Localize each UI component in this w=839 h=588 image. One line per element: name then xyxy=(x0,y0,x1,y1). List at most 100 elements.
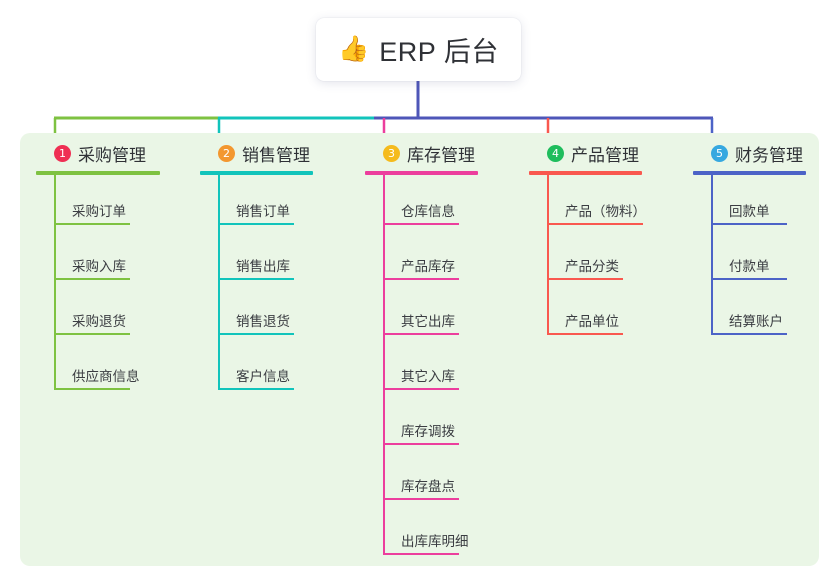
branch-item-underline xyxy=(383,443,459,445)
branch-item-label: 回款单 xyxy=(729,204,770,219)
branch-item-label: 供应商信息 xyxy=(72,369,140,384)
branch-column-4: 4 产品管理产品（物料） 产品分类产品单位 xyxy=(529,140,646,340)
branch-item-list: 产品（物料） 产品分类产品单位 xyxy=(529,175,646,340)
branch-number-badge: 3 xyxy=(383,144,400,162)
branch-header-1[interactable]: 1 采购管理 xyxy=(36,140,160,166)
branch-item[interactable]: 产品库存 xyxy=(365,230,478,285)
branch-item[interactable]: 库存调拨 xyxy=(365,395,478,450)
branch-item[interactable]: 采购退货 xyxy=(36,285,160,340)
root-node[interactable]: 👍 ERP 后台 xyxy=(316,18,521,81)
branch-column-2: 2 销售管理销售订单销售出库销售退货客户信息 xyxy=(200,140,313,395)
branch-item-underline xyxy=(383,498,459,500)
branch-underline xyxy=(200,171,313,175)
branch-title: 库存管理 xyxy=(407,145,475,165)
branch-item-label: 库存调拨 xyxy=(401,424,455,439)
branch-item-label: 其它入库 xyxy=(401,369,455,384)
branch-header-2[interactable]: 2 销售管理 xyxy=(200,140,313,166)
branch-number-badge: 2 xyxy=(218,144,235,162)
branch-header-5[interactable]: 5 财务管理 xyxy=(693,140,806,166)
branch-item-underline xyxy=(711,333,787,335)
branch-number-badge: 1 xyxy=(54,144,71,162)
branch-item-underline xyxy=(383,333,459,335)
branch-item-label: 产品库存 xyxy=(401,259,455,274)
branch-column-1: 1 采购管理采购订单采购入库采购退货供应商信息 xyxy=(36,140,160,395)
branch-item[interactable]: 产品单位 xyxy=(529,285,642,340)
branch-item-label: 销售退货 xyxy=(236,314,290,329)
branch-title: 采购管理 xyxy=(78,145,146,165)
branch-item-label: 其它出库 xyxy=(401,314,455,329)
branch-item[interactable]: 出库库明细 xyxy=(365,505,478,560)
branch-item-label: 结算账户 xyxy=(729,314,783,329)
branch-item-underline xyxy=(383,388,459,390)
branch-item-underline xyxy=(547,278,623,280)
branch-item[interactable]: 产品分类 xyxy=(529,230,642,285)
branch-title: 销售管理 xyxy=(242,145,310,165)
branch-column-5: 5 财务管理回款单付款单结算账户 xyxy=(693,140,806,340)
branch-item-underline xyxy=(54,278,130,280)
branch-spine xyxy=(383,175,385,555)
branch-item[interactable]: 销售出库 xyxy=(200,230,313,285)
branch-item[interactable]: 销售订单 xyxy=(200,175,313,230)
branch-item-label: 产品单位 xyxy=(565,314,619,329)
branch-item-label: 采购退货 xyxy=(72,314,126,329)
branch-item-underline xyxy=(547,223,643,225)
branch-item-label: 仓库信息 xyxy=(401,204,455,219)
branch-item-underline xyxy=(383,223,459,225)
branch-item[interactable]: 其它出库 xyxy=(365,285,478,340)
branch-item-list: 仓库信息产品库存其它出库其它入库库存调拨库存盘点出库库明细 xyxy=(365,175,478,560)
branch-item-underline xyxy=(383,278,459,280)
branch-item-underline xyxy=(218,223,294,225)
branch-spine xyxy=(547,175,549,335)
branch-item-underline xyxy=(218,278,294,280)
branch-item-label: 客户信息 xyxy=(236,369,290,384)
branch-item-list: 回款单付款单结算账户 xyxy=(693,175,806,340)
branch-item-label: 付款单 xyxy=(729,259,770,274)
branch-item-label: 采购入库 xyxy=(72,259,126,274)
branch-underline xyxy=(529,171,642,175)
branch-item[interactable]: 结算账户 xyxy=(693,285,806,340)
branch-item[interactable]: 采购订单 xyxy=(36,175,160,230)
branch-item-underline xyxy=(711,278,787,280)
branch-item-label: 销售订单 xyxy=(236,204,290,219)
branch-title: 产品管理 xyxy=(571,145,639,165)
branch-item-label: 库存盘点 xyxy=(401,479,455,494)
branch-item[interactable]: 仓库信息 xyxy=(365,175,478,230)
branch-item[interactable]: 采购入库 xyxy=(36,230,160,285)
branch-item[interactable]: 库存盘点 xyxy=(365,450,478,505)
branch-item-underline xyxy=(54,333,130,335)
branch-header-4[interactable]: 4 产品管理 xyxy=(529,140,642,166)
branch-item-underline xyxy=(54,388,130,390)
branch-item-label: 销售出库 xyxy=(236,259,290,274)
branch-underline xyxy=(36,171,160,175)
branch-spine xyxy=(711,175,713,335)
branch-item[interactable]: 产品（物料） xyxy=(529,175,646,230)
thumbs-up-icon: 👍 xyxy=(338,35,370,63)
branch-item-underline xyxy=(383,553,459,555)
branch-item-label: 产品（物料） xyxy=(565,204,646,219)
branch-item-label: 产品分类 xyxy=(565,259,619,274)
branch-item[interactable]: 付款单 xyxy=(693,230,806,285)
branch-item-list: 采购订单采购入库采购退货供应商信息 xyxy=(36,175,160,395)
branch-item[interactable]: 供应商信息 xyxy=(36,340,160,395)
root-title: ERP 后台 xyxy=(379,37,499,67)
branch-item[interactable]: 回款单 xyxy=(693,175,806,230)
branch-item-underline xyxy=(547,333,623,335)
branch-title: 财务管理 xyxy=(735,145,803,165)
branch-header-3[interactable]: 3 库存管理 xyxy=(365,140,478,166)
branch-item-label: 采购订单 xyxy=(72,204,126,219)
branch-item-underline xyxy=(218,333,294,335)
branch-spine xyxy=(54,175,56,390)
branch-item-underline xyxy=(218,388,294,390)
branch-number-badge: 5 xyxy=(711,144,728,162)
branch-underline xyxy=(365,171,478,175)
branch-item-label: 出库库明细 xyxy=(401,534,469,549)
branch-spine xyxy=(218,175,220,390)
branch-number-badge: 4 xyxy=(547,144,564,162)
branch-item[interactable]: 其它入库 xyxy=(365,340,478,395)
branch-item[interactable]: 销售退货 xyxy=(200,285,313,340)
branch-item[interactable]: 客户信息 xyxy=(200,340,313,395)
branch-underline xyxy=(693,171,806,175)
branches-panel xyxy=(20,133,819,566)
